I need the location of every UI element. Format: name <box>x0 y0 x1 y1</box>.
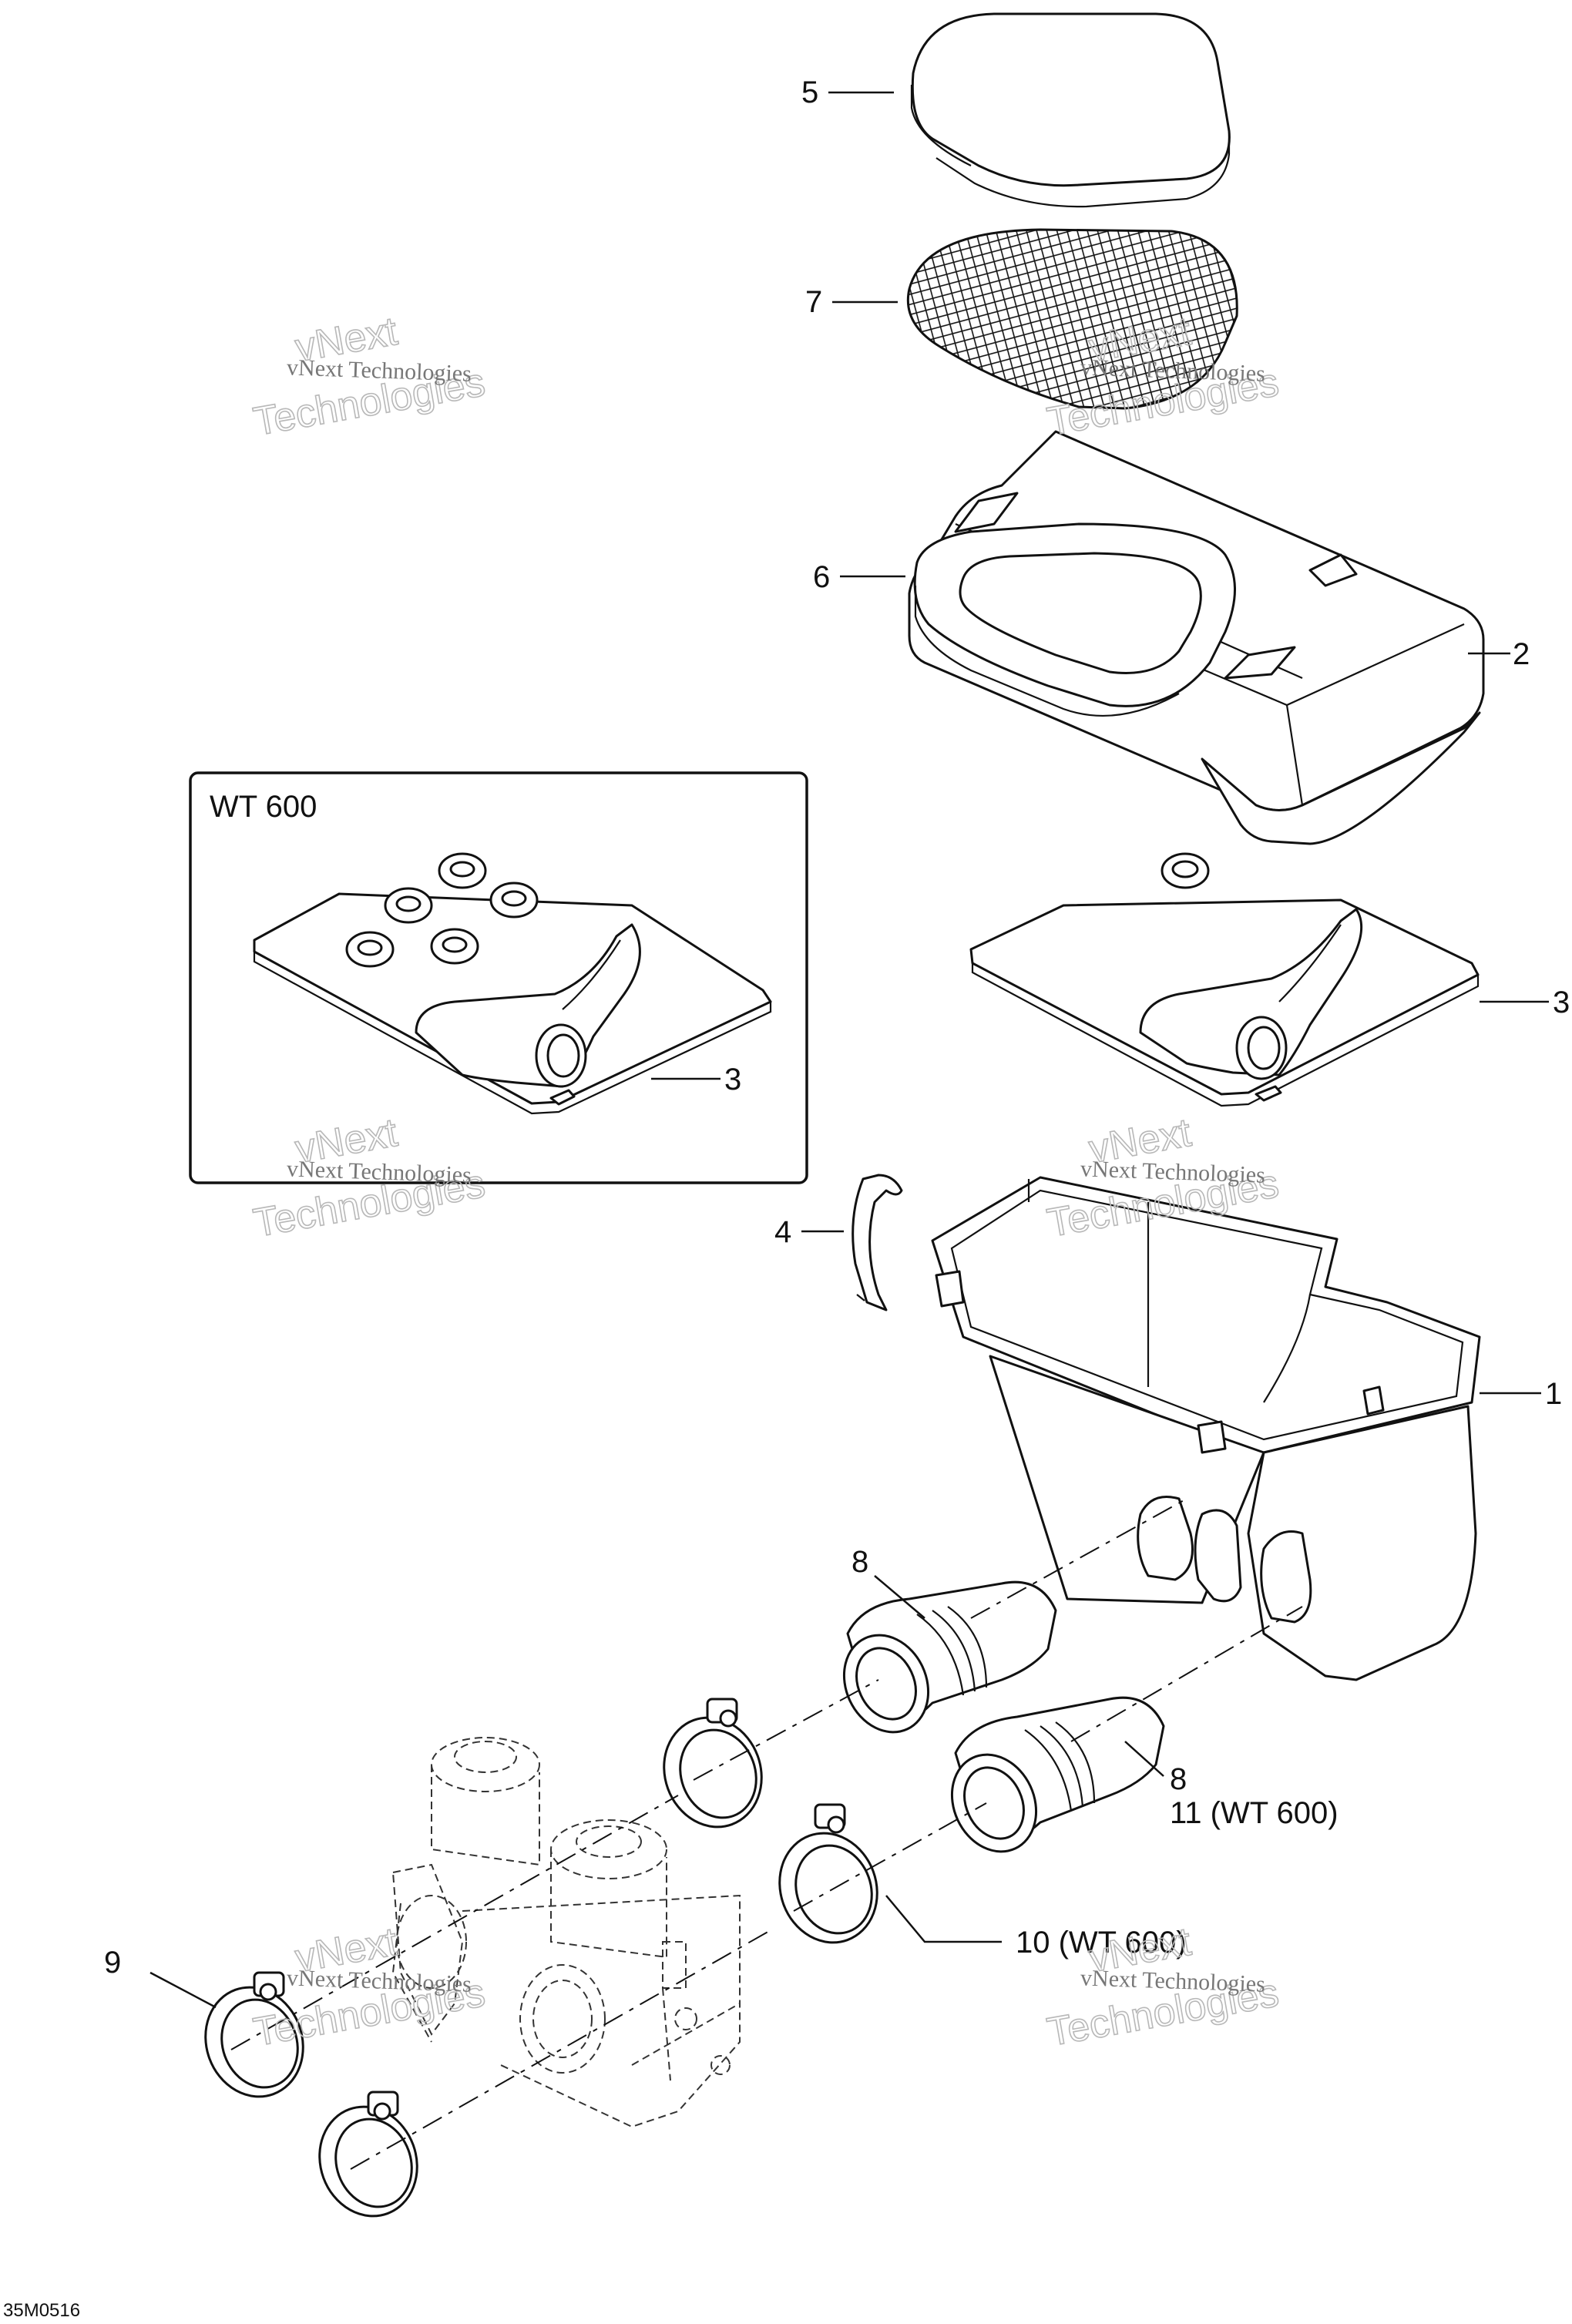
callout-6: 6 <box>813 560 830 594</box>
callouts: 5 7 6 2 3 3 4 1 8 8 11 (WT 600) 9 10 (WT… <box>104 76 1570 1980</box>
callout-5: 5 <box>801 76 818 109</box>
callout-10: 10 (WT 600) <box>1016 1926 1187 1960</box>
callout-7: 7 <box>805 285 822 319</box>
callout-2: 2 <box>1513 637 1530 671</box>
callout-8-bottom: 8 <box>1170 1762 1187 1796</box>
clamp-lower-left <box>318 2091 418 2218</box>
inset-wt600: WT 600 <box>189 771 808 1184</box>
part-6-gasket-ring <box>913 522 1236 717</box>
watermark-1: vNext Technologies vNext Technologies <box>250 308 489 445</box>
svg-text:vNext Technologies: vNext Technologies <box>287 1965 472 1997</box>
callout-1: 1 <box>1545 1377 1562 1411</box>
center-lines <box>230 1498 1303 2170</box>
clamp-10 <box>778 1803 878 1944</box>
part-3-base-plate <box>969 852 1480 1107</box>
reference-code: 35M0516 <box>3 2300 80 2321</box>
leader-lines <box>149 91 1549 2009</box>
part-4-clip <box>852 1174 903 1311</box>
clamp-9 <box>204 1971 304 2098</box>
callout-9: 9 <box>104 1946 121 1980</box>
part-8-intake-boot-lower <box>950 1696 1165 1853</box>
callout-4: 4 <box>774 1215 791 1249</box>
callout-3-main: 3 <box>1553 986 1570 1019</box>
inset-grommets <box>345 852 539 968</box>
part-5-filter-pad <box>910 12 1231 208</box>
watermark-3: vNext Technologies vNext Technologies <box>250 1110 489 1247</box>
inset-title: WT 600 <box>210 790 317 824</box>
part-1-airbox-body <box>931 1176 1481 1681</box>
callout-11: 11 (WT 600) <box>1170 1796 1339 1830</box>
svg-text:vNext Technologies: vNext Technologies <box>287 354 472 386</box>
part-8-intake-boot-upper <box>842 1580 1057 1734</box>
svg-text:vNext Technologies: vNext Technologies <box>1080 1156 1266 1187</box>
carburetor-assembly-reference <box>391 1737 741 2128</box>
clamp-upper-right <box>663 1698 763 1829</box>
callout-3-inset: 3 <box>724 1063 741 1097</box>
callout-8-top: 8 <box>852 1545 868 1579</box>
svg-text:vNext Technologies: vNext Technologies <box>1080 1965 1266 1997</box>
